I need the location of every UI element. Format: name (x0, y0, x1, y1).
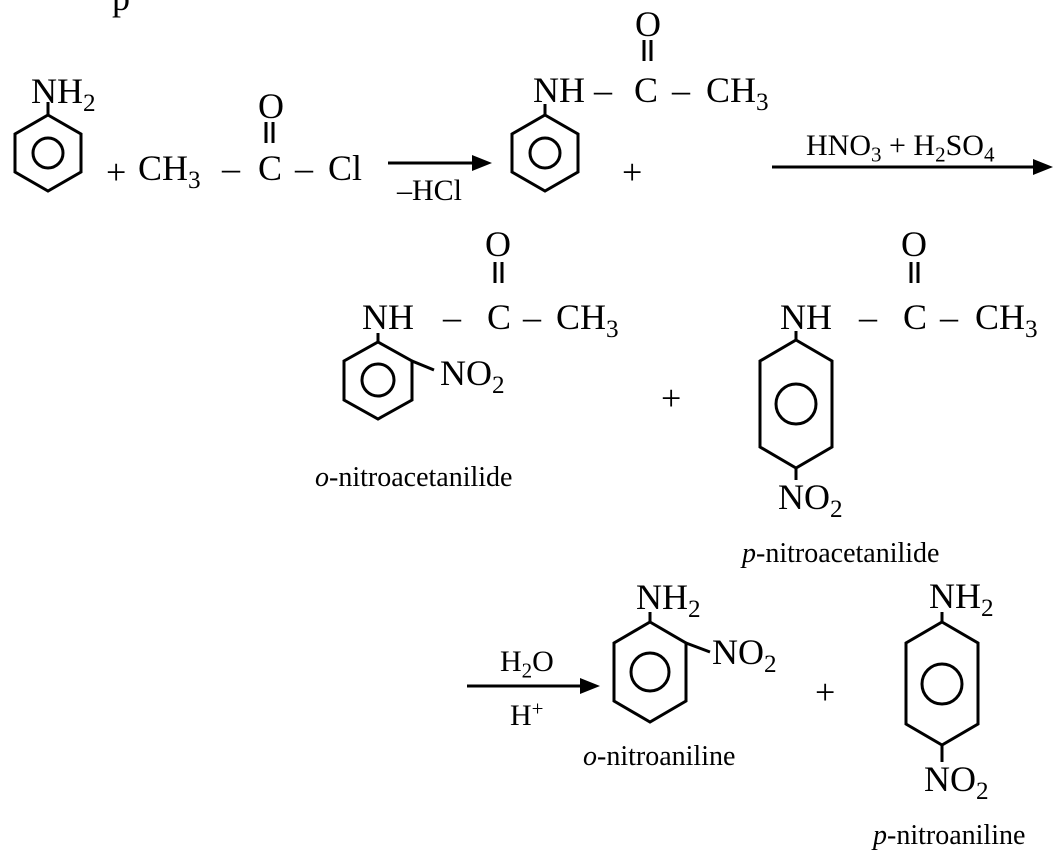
acetanilide-benzene-ring (510, 113, 580, 193)
para-acetanilide-benzene-ring (758, 338, 834, 470)
compound-name-ortho-nitroacetanilide: o-nitroacetanilide (315, 462, 513, 493)
amide-nh-label: NH (362, 297, 414, 337)
arrow-acetylation (388, 155, 492, 171)
bond-dash: – (594, 70, 612, 110)
nitro-group-label: NO2 (712, 632, 777, 679)
plus-sign: + (622, 152, 643, 192)
nitro-group-label: NO2 (778, 477, 843, 524)
ortho-acetanilide-benzene-ring (342, 340, 414, 421)
carbonyl-carbon: C (903, 297, 928, 337)
amide-nh-label: NH (533, 70, 585, 110)
ortho-aniline-benzene-ring (612, 620, 688, 724)
bond-dash: – (295, 148, 313, 188)
plus-sign: + (661, 378, 682, 418)
compound-name-para-nitroacetanilide: p-nitroacetanilide (742, 538, 940, 569)
bond-dash: – (672, 70, 690, 110)
arrow-byproduct-label: –HCl (397, 174, 463, 207)
para-aniline-benzene-ring (904, 620, 980, 747)
acetyl-chloride-ch3: CH3 (138, 148, 201, 195)
methyl-label: CH3 (706, 70, 769, 117)
carbonyl-double-bonds (264, 40, 920, 283)
bond-dash: – (940, 297, 958, 337)
nitro-group-label: NO2 (440, 353, 505, 400)
compound-name-para-nitroaniline: p-nitroaniline (873, 820, 1026, 851)
bond-dash: – (222, 148, 240, 188)
carbonyl-carbon: C (487, 297, 512, 337)
chlorine-label: Cl (328, 148, 363, 188)
header-fragment: p (112, 0, 130, 16)
compound-name-ortho-nitroaniline: o-nitroaniline (583, 741, 736, 772)
hydrolysis-water-label: H2O (500, 645, 554, 683)
nitro-group-label: NO2 (924, 759, 989, 806)
oxygen-label: O (258, 86, 284, 126)
methyl-label: CH3 (556, 297, 619, 344)
oxygen-label: O (635, 4, 661, 44)
amino-group-label: NH2 (636, 577, 701, 624)
oxygen-label: O (485, 224, 511, 264)
bond-dash: – (859, 297, 877, 337)
carbonyl-carbon: C (258, 148, 283, 188)
carbonyl-carbon: C (634, 70, 659, 110)
arrow-hydrolysis (467, 678, 600, 694)
aniline-benzene-ring (13, 113, 83, 193)
aniline-nh2-label: NH2 (31, 71, 96, 118)
oxygen-label: O (901, 224, 927, 264)
bond-dash: – (523, 297, 541, 337)
plus-sign: + (106, 152, 127, 192)
methyl-label: CH3 (975, 297, 1038, 344)
arrow-nitration (772, 159, 1053, 175)
nitration-reagents-label: HNO3 + H2SO4 (806, 129, 995, 167)
plus-sign: + (815, 672, 836, 712)
bond-dash: – (443, 297, 461, 337)
amide-nh-label: NH (780, 297, 832, 337)
amino-group-label: NH2 (929, 576, 994, 623)
hydrolysis-acid-label: H+ (510, 696, 544, 732)
